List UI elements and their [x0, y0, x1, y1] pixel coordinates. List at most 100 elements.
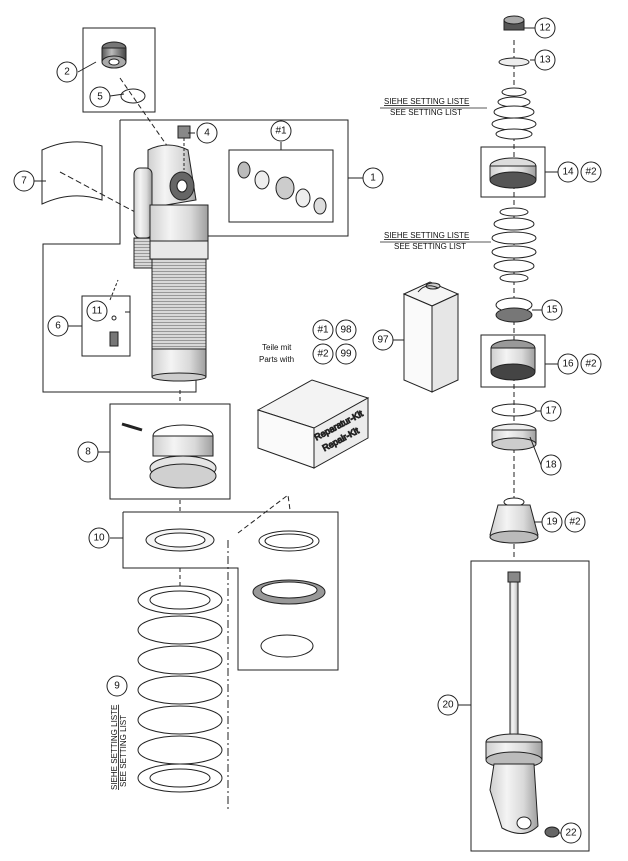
callout-4-text: 4: [204, 128, 210, 139]
callout-17-text: 17: [545, 406, 557, 417]
callout-11: 11: [86, 300, 108, 322]
callout-1: 1: [362, 167, 384, 189]
callout-9-text: 9: [114, 681, 120, 692]
callout-circles: 2 5 4 #1 1 7 6 11 #1 98 #2 99 8 10 9 12 …: [13, 17, 602, 844]
callout-7-text: 7: [21, 176, 27, 187]
callout-19: 19: [541, 511, 563, 533]
callout-5-text: 5: [97, 92, 103, 103]
callout-16b: #2: [580, 353, 602, 375]
callout-k1-text: #1: [317, 325, 329, 336]
setting-de-lower: SIEHE SETTING LISTE: [384, 231, 469, 240]
setting-stack-upper: [491, 87, 537, 140]
callout-14b-text: #2: [585, 167, 597, 178]
callout-16b-text: #2: [585, 359, 597, 370]
callout-22-text: 22: [565, 828, 577, 839]
callout-k99-text: 99: [340, 349, 352, 360]
setting-de-left: SIEHE SETTING LISTE: [110, 705, 119, 790]
callout-15: 15: [541, 299, 563, 321]
callout-8-text: 8: [85, 447, 91, 458]
callout-6: 6: [47, 315, 69, 337]
part-19-bump-stop: [489, 497, 539, 544]
callout-14b: #2: [580, 161, 602, 183]
callout-19b: #2: [564, 511, 586, 533]
callout-14-text: 14: [562, 167, 574, 178]
callout-12-text: 12: [539, 23, 551, 34]
part-15-seal: [495, 297, 533, 323]
callout-layer: [34, 27, 561, 834]
part-12-nut: [503, 15, 525, 31]
callout-16-text: 16: [562, 359, 574, 370]
setting-en-lower: SEE SETTING LIST: [394, 242, 466, 251]
setting-en-left: SEE SETTING LIST: [119, 715, 128, 787]
part-16-piston: [490, 339, 536, 381]
setting-de-upper: SIEHE SETTING LISTE: [384, 97, 469, 106]
callout-13-text: 13: [539, 55, 551, 66]
part-11-valve: [109, 315, 119, 347]
callout-22: 22: [560, 822, 582, 844]
callout-6-text: 6: [55, 321, 61, 332]
callout-12: 12: [534, 17, 556, 39]
callout-2: 2: [56, 61, 78, 83]
callout-97-text: 97: [377, 335, 389, 346]
part-20-frame: [470, 560, 590, 852]
kit-notes: Teile mit Parts with: [259, 343, 294, 364]
callout-h1-text: #1: [275, 126, 287, 137]
main-body-frame: [42, 119, 349, 393]
part-22-bushing: [544, 826, 560, 838]
callout-1-text: 1: [370, 173, 376, 184]
callout-14: 14: [557, 161, 579, 183]
callout-19-text: 19: [546, 517, 558, 528]
part-5-oring: [120, 88, 146, 104]
callout-k2: #2: [312, 343, 334, 365]
part-17-circlip: [491, 403, 537, 417]
part-16-frame: [480, 334, 546, 388]
callout-18: 18: [540, 454, 562, 476]
setting-note-upper: SIEHE SETTING LISTE SEE SETTING LIST: [384, 97, 469, 117]
part-8-spring-seat: [121, 422, 217, 489]
part-7-protector: [41, 141, 103, 205]
callout-8: 8: [77, 441, 99, 463]
part-10-frame: [122, 511, 339, 671]
callout-5: 5: [89, 86, 111, 108]
callout-k2-text: #2: [317, 349, 329, 360]
part-10-rings: [145, 528, 326, 658]
callout-2-text: 2: [64, 67, 70, 78]
callout-4: 4: [196, 122, 218, 144]
callout-9: 9: [106, 675, 128, 697]
callout-16: 16: [557, 353, 579, 375]
part-2-adjuster: [101, 41, 127, 69]
callout-h1: #1: [270, 120, 292, 142]
callout-15-text: 15: [546, 305, 558, 316]
callout-k98-text: 98: [340, 325, 352, 336]
parts-de-label: Teile mit: [262, 343, 292, 352]
callout-10-text: 10: [93, 533, 105, 544]
callout-17: 17: [540, 400, 562, 422]
callout-13: 13: [534, 49, 556, 71]
parts-en-label: Parts with: [259, 355, 294, 364]
part-9-spring: [137, 585, 223, 793]
part-97-oil-can: [402, 281, 460, 393]
part-h1-seals: [237, 161, 327, 215]
callout-k1: #1: [312, 319, 334, 341]
part-20-piston-rod: [485, 571, 543, 834]
callout-7: 7: [13, 170, 35, 192]
repair-kit-box: Reparatur-Kit Repair-Kit: [256, 379, 370, 469]
callout-k99: 99: [335, 343, 357, 365]
callout-18-text: 18: [545, 460, 557, 471]
setting-note-lower: SIEHE SETTING LISTE SEE SETTING LIST: [384, 231, 469, 251]
callout-k98: 98: [335, 319, 357, 341]
callout-97: 97: [372, 329, 394, 351]
setting-en-upper: SEE SETTING LIST: [390, 108, 462, 117]
callout-10: 10: [88, 527, 110, 549]
part-14-piston: [489, 157, 537, 189]
part-13-washer: [498, 57, 530, 67]
shock-body: [119, 77, 209, 382]
callout-19b-text: #2: [569, 517, 581, 528]
callout-20-text: 20: [442, 700, 454, 711]
callout-11-text: 11: [92, 306, 103, 317]
setting-stack-lower: [491, 207, 537, 283]
part-2-frame: [82, 27, 156, 113]
callout-20: 20: [437, 694, 459, 716]
part-18-bushing: [491, 423, 537, 451]
